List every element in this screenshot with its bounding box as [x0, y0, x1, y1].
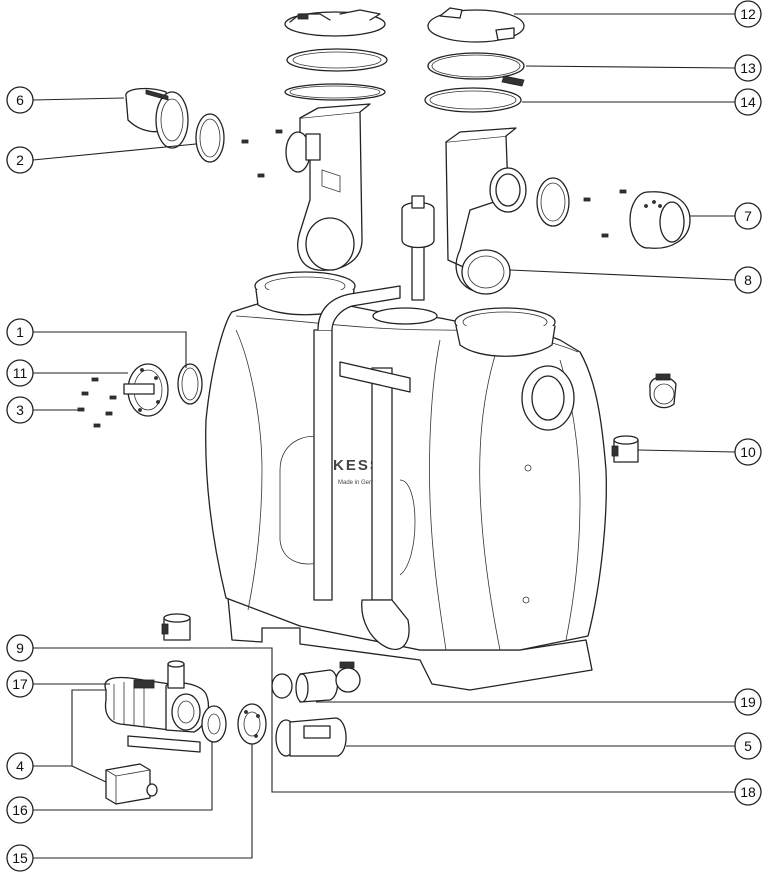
svg-text:16: 16 — [12, 802, 28, 818]
callout-10: 10 — [734, 438, 762, 466]
hose-clamp-right-upper — [649, 373, 677, 409]
screws-right-inlet — [583, 189, 627, 238]
hose-clamp-right-lower — [611, 435, 639, 463]
screws-left-inlet — [241, 129, 283, 178]
leader-lines — [32, 13, 736, 859]
screws-side-flange — [77, 377, 117, 428]
upper-inlet-pipe-right — [445, 127, 527, 295]
check-valve — [275, 717, 347, 757]
callout-12: 12 — [734, 0, 762, 28]
svg-text:17: 17 — [12, 676, 28, 692]
callout-17: 17 — [6, 670, 34, 698]
tank-logo: KESS — [333, 457, 382, 474]
callout-3: 3 — [6, 396, 34, 424]
cable — [71, 689, 107, 783]
seal-ring-lower-right — [424, 87, 522, 113]
svg-text:14: 14 — [740, 94, 756, 110]
callout-8: 8 — [734, 266, 762, 294]
callout-13: 13 — [734, 54, 762, 82]
lid-right — [427, 7, 525, 43]
pump-motor — [104, 660, 209, 753]
svg-text:11: 11 — [13, 365, 28, 381]
callout-1: 1 — [6, 318, 34, 346]
callout-19: 19 — [734, 688, 762, 716]
svg-text:1: 1 — [16, 324, 24, 340]
seal-ring-lower-left — [284, 83, 386, 101]
callout-6: 6 — [6, 86, 34, 114]
callout-5: 5 — [734, 732, 762, 760]
inlet-connector-left — [125, 87, 189, 149]
callout-16: 16 — [6, 796, 34, 824]
callout-15: 15 — [6, 844, 34, 872]
callout-18: 18 — [734, 778, 762, 806]
callout-4: 4 — [6, 752, 34, 780]
svg-text:7: 7 — [744, 208, 752, 224]
svg-text:19: 19 — [740, 694, 756, 710]
hose-clamp-lower-left — [161, 613, 191, 641]
tank-logo-subtitle: Made in Germany — [338, 480, 386, 486]
callout-9: 9 — [6, 634, 34, 662]
callout-14: 14 — [734, 88, 762, 116]
connection-hose-set — [271, 661, 361, 703]
pump-flange-plate — [237, 703, 267, 745]
svg-text:8: 8 — [744, 272, 752, 288]
pump-seal-disc — [201, 705, 227, 743]
seal-ring-right-inlet — [536, 177, 570, 227]
side-flange-cover — [123, 363, 169, 417]
clamp-ring-right — [427, 52, 525, 87]
svg-text:3: 3 — [16, 402, 24, 418]
seal-ring-left-inlet — [195, 113, 225, 163]
svg-text:15: 15 — [12, 850, 28, 866]
callout-7: 7 — [734, 202, 762, 230]
seal-ring-side — [177, 363, 203, 405]
lid-seal-ring-left — [286, 48, 388, 72]
control-unit — [105, 763, 158, 805]
callout-2: 2 — [6, 146, 34, 174]
inlet-connector-right — [629, 191, 691, 249]
lid-left — [284, 9, 386, 37]
svg-text:5: 5 — [744, 738, 752, 754]
svg-text:10: 10 — [740, 444, 756, 460]
tank-body: KESS Made in Germany — [205, 195, 607, 691]
svg-text:9: 9 — [16, 640, 24, 656]
svg-text:2: 2 — [16, 152, 24, 168]
svg-text:6: 6 — [16, 92, 24, 108]
upper-inlet-pipe-left — [285, 103, 371, 271]
svg-text:13: 13 — [740, 60, 756, 76]
callout-11: 11 — [6, 359, 34, 387]
svg-text:4: 4 — [16, 758, 24, 774]
svg-text:12: 12 — [740, 6, 756, 22]
svg-text:18: 18 — [740, 784, 756, 800]
